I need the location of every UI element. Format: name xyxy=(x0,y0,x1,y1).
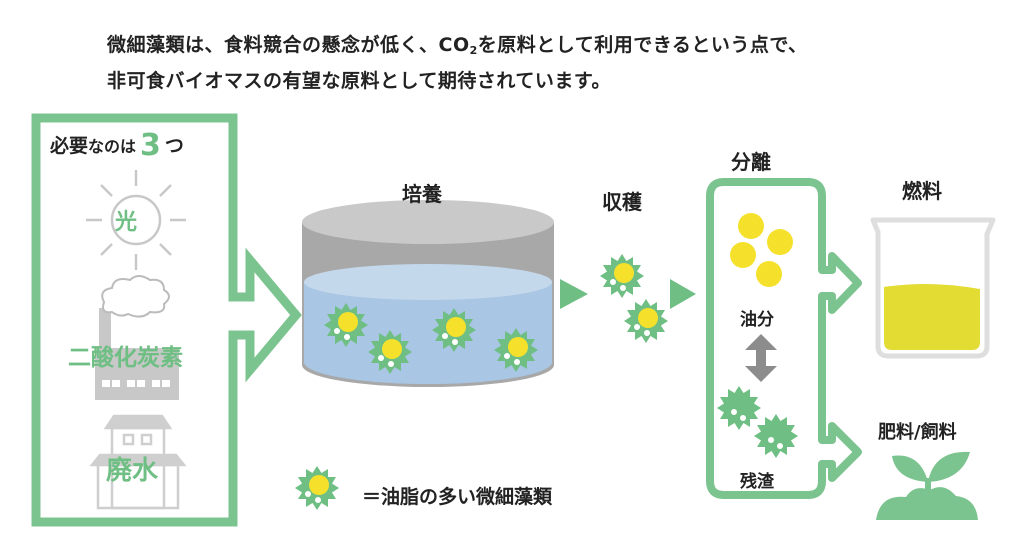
culture-tank xyxy=(302,200,554,387)
culture-label: 培養 xyxy=(402,182,442,206)
requirements-arrow-frame xyxy=(31,113,302,527)
fertilizer-feed-label: 肥料/飼料 xyxy=(878,422,957,443)
oil-label: 油分 xyxy=(740,310,774,330)
legend-microalgae-icon xyxy=(295,466,339,510)
factory-icon xyxy=(95,275,179,400)
microalgae-icon xyxy=(624,299,668,343)
harvest-label: 収穫 xyxy=(602,190,642,214)
microalgae-icon xyxy=(600,254,644,298)
legend-text: ＝油脂の多い微細藻類 xyxy=(362,486,553,508)
fuel-label: 燃料 xyxy=(902,179,942,203)
residue-label: 残渣 xyxy=(740,472,774,492)
intro-line-1: 微細藻類は、食料競合の懸念が低く、CO2を原料として利用できるという点で、 xyxy=(107,34,808,57)
sprout-icon xyxy=(876,451,978,520)
fuel-beaker-icon xyxy=(870,217,996,359)
intro-line-2: 非可食バイオマスの有望な原料として期待されています。 xyxy=(107,70,611,92)
light-label: 光 xyxy=(115,210,138,235)
wastewater-label: 廃水 xyxy=(106,456,159,486)
double-arrow-icon xyxy=(745,334,777,382)
separation-label: 分離 xyxy=(731,150,771,174)
sun-icon xyxy=(86,170,186,270)
arrow-right-icon xyxy=(560,279,588,309)
intro-text: 微細藻類は、食料競合の懸念が低く、CO2を原料として利用できるという点で、 非可… xyxy=(107,30,808,96)
co2-label: 二酸化炭素 xyxy=(68,345,183,371)
oil-droplets-icon xyxy=(730,213,793,287)
residue-algae-icon xyxy=(717,386,761,430)
arrow-right-icon xyxy=(670,279,696,309)
residue-algae-icon xyxy=(754,414,798,458)
house-icon xyxy=(89,414,187,510)
separation-frame xyxy=(706,178,862,499)
